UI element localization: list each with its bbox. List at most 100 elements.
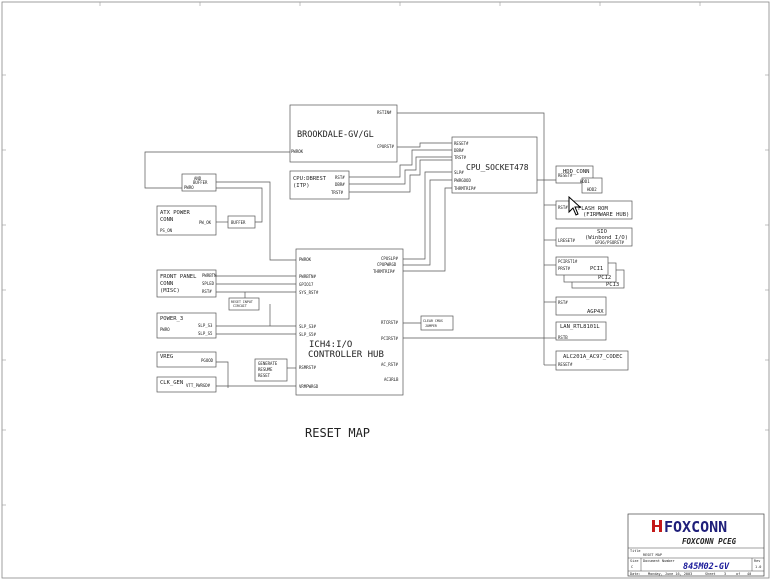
front-panel-block [156,269,217,298]
brookdale-name: BROOKDALE-GV/GL [297,130,374,140]
codec-name: ALC201A_AC97_CODEC [563,354,623,360]
vreg-name: VREG [160,354,173,360]
diagram-title: RESET MAP [305,426,370,440]
power3-block [156,312,217,339]
pin-pci-prst: PRST# [558,266,571,271]
pin-ich-cpupwrgd: CPUPWRGD [377,262,397,267]
title-block: FOXCONN FOXCONN PCEG Title RESET MAP Siz… [627,513,765,577]
cpu-socket-name: CPU_SOCKET478 [466,163,529,172]
reset-input-name: RESET INPUT [231,300,253,304]
pin-dbrest-dbr: DBR# [335,182,345,187]
pin-p3-pwro: PWRO [160,327,170,332]
reset-input-name-2: CIRCUIT [233,304,247,308]
pin-ich-ac3rlb: AC3RLB [384,377,399,382]
size-label: Size [630,559,638,563]
sheet-value: 3 [724,572,726,576]
pin-cpu-slp: SLP# [454,170,464,175]
cpu-dbrest-block [289,170,350,200]
pin-vreg-pgood: PGOOD [201,358,214,363]
and-buffer-name: AND [194,176,202,181]
title-value: RESET MAP [643,553,662,557]
pin-cpu-thrmtrip: THRMTRIP# [454,186,476,191]
pin-ich-vrmpwrgd: VRMPWRGD [299,384,319,389]
gen-resume-name: GENERATE [258,361,278,366]
power3-name: POWER_3 [160,316,183,322]
foxconn-logo-text: FOXCONN [664,518,727,536]
vreg-block [156,351,217,368]
gen-resume-name-3: RESET [258,373,271,378]
pin-clk-vtt: VTT_PWRGD# [186,383,211,388]
pin-ich-cpuslp: CPUSLP# [381,256,398,261]
cpu-socket-block [451,136,538,194]
pin-p3-slps3: SLP_S3 [198,323,213,328]
pin-ich-slps5: SLP_S5# [299,332,316,337]
pin-and-pwro: PWRO [184,185,194,190]
pin-cpu-trst: TRST# [454,155,467,160]
agp-name: AGP4X [587,309,604,315]
pin-atx-pson: PS_ON [160,228,173,233]
pin-rstin: RSTIN# [377,110,392,115]
front-panel-name-3: (MISC) [160,288,180,294]
pin-ich-pcirst: PCIRST# [381,336,398,341]
front-panel-name: FRONT PANEL [160,274,197,280]
wires [144,112,556,388]
docnum-label: Document Number [643,559,675,563]
pci2-name: PCI2 [598,275,611,281]
pin-cpu-dbr: DBR# [454,148,464,153]
of-value: 40 [747,572,751,576]
buffer-name: BUFFER [231,220,246,225]
size-value: C [631,565,633,569]
pin-hdd2: HDD2 [587,187,597,192]
pci1-block [555,256,609,276]
date-value: Monday, June 16, 2003 [648,572,692,576]
buffer-block [227,215,256,229]
fwh-name: FLASH ROM [578,206,608,212]
pin-lan-rstb: RSTB [558,335,568,340]
ich4-block [295,248,404,396]
ich4-name: ICH4:I/O [309,340,352,350]
pin-ich-pwrok: PWROK [299,257,312,262]
pin-ich-rtcrst: RTCRST# [381,320,398,325]
pin-fwh-rst: RST# [558,205,568,210]
lan-block [555,321,607,341]
mouse-pointer-icon [568,196,582,216]
pin-sio-lreset: LRESET# [558,238,575,243]
atx-power-block [156,205,217,236]
pin-ich-pwrbtn: PWRBTN# [299,274,316,279]
gen-resume-name-2: RESUME [258,367,273,372]
clear-cmos-name-2: JUMPER [425,324,437,328]
and-buffer-block [181,173,217,192]
brookdale-block [289,104,398,163]
docnum-value: 845M02-GV [683,562,730,572]
sio-name: SIO [597,229,607,235]
clear-cmos-block [420,315,454,331]
rev-label: Rev [754,559,760,563]
pin-ich-rsmrst: RSMRST# [299,365,316,370]
cpu-dbrest-name: CPU:DBREST [293,176,327,182]
pin-hdd1: HDD1 [580,179,590,184]
pin-atx-pwok: PW_OK [199,220,212,225]
pin-fp-spled: SPLED [202,281,215,286]
pci3-name: PCI3 [606,282,619,288]
rev-value: 1.0 [755,565,761,569]
sheet-label: Sheet [705,572,716,576]
hdd-conn-name: HDD_CONN [563,169,590,175]
pin-bd-pwrok: PWROK [291,149,304,154]
pin-hdd-reset: RESET# [558,173,573,178]
atx-name: ATX POWER [160,210,190,216]
hdd-sub-block [581,177,603,194]
pin-pci-rst1: PCIRST1# [558,259,578,264]
pin-dbrest-trst: TRST# [331,190,344,195]
pin-cpurst: CPURST# [377,144,394,149]
reset-input-block [228,297,260,311]
sio-name-2: (Winbond I/O) [585,235,628,241]
pin-ich-sysrst: SYS_RST# [299,290,319,295]
foxconn-logo-mark [652,520,662,532]
title-label: Title [630,549,641,553]
clk-gen-name: CLK_GEN [160,380,183,386]
pin-ich-thrmtrip: THRMTRIP# [373,269,395,274]
front-panel-name-2: CONN [160,281,173,287]
pin-fp-pwrbtn: PWRBTN [202,273,217,278]
pin-cpu-pwrgood: PWRGOOD [454,178,471,183]
cpu-dbrest-name-2: (ITP) [293,183,310,189]
